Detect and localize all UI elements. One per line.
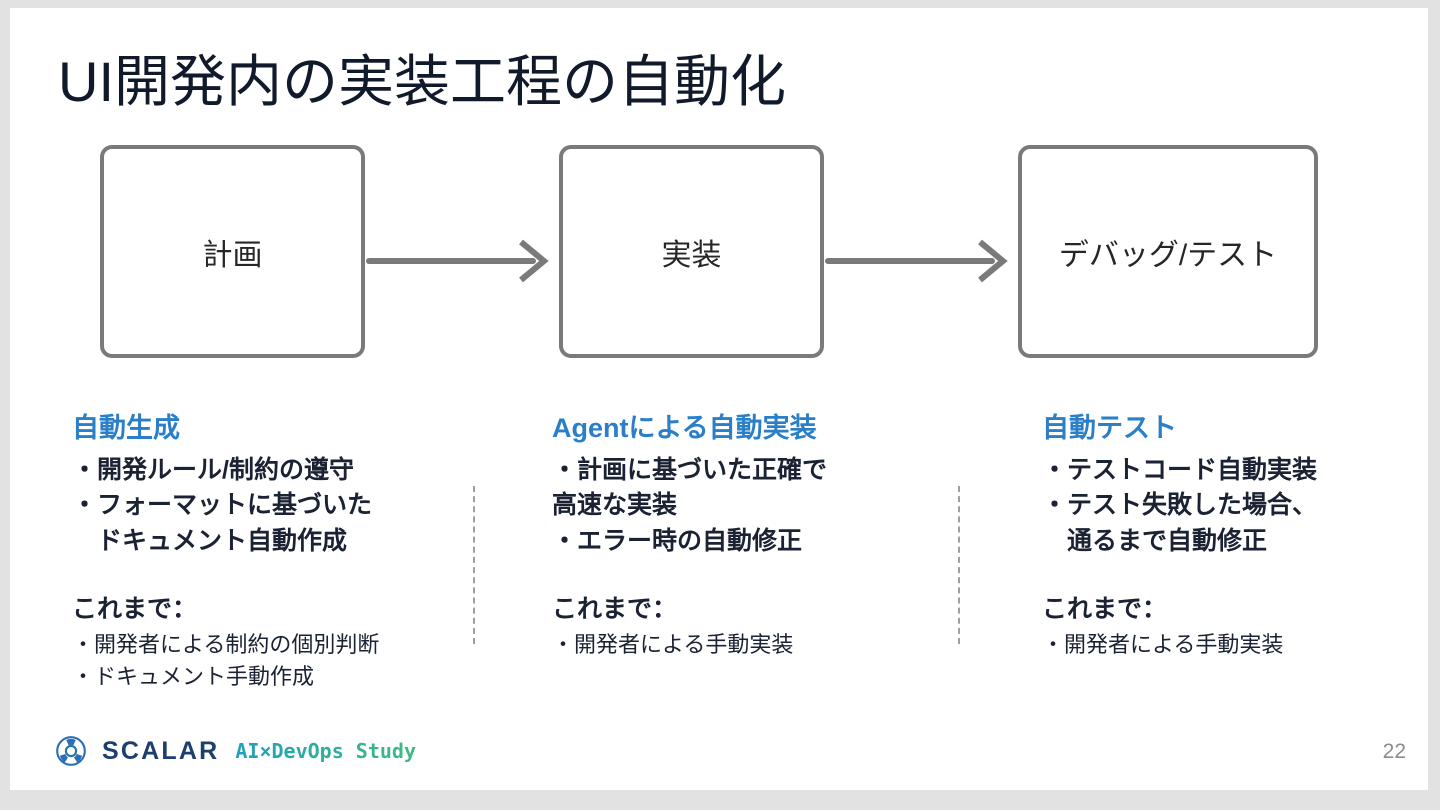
slide-canvas: UI開発内の実装工程の自動化 計画 実装 デバッグ/テスト 自動生成 ・開発ルー… xyxy=(10,8,1428,790)
list-item: ・開発者による制約の個別判断 xyxy=(72,632,380,657)
footer-brand-name: SCALAR xyxy=(102,736,220,765)
column-heading: Agentによる自動実装 xyxy=(552,413,817,443)
past-heading: これまで： xyxy=(552,595,678,624)
list-item: ・開発ルール/制約の遵守 xyxy=(72,455,354,484)
flow-step-label: 実装 xyxy=(661,238,722,272)
flow-step-box-debug-test: デバッグ/テスト xyxy=(1018,145,1318,358)
past-bullet-list: ・開発者による手動実装 xyxy=(552,629,942,661)
flow-step-box-plan: 計画 xyxy=(100,145,365,358)
column-heading: 自動生成 xyxy=(72,413,180,443)
past-heading: これまで： xyxy=(72,595,198,624)
column-heading: 自動テスト xyxy=(1042,413,1177,443)
list-item: ・開発者による手動実装 xyxy=(1042,632,1284,657)
column-bullet-list: ・開発ルール/制約の遵守 ・フォーマットに基づいた ドキュメント自動作成 xyxy=(72,453,462,560)
list-item: 通るまで自動修正 xyxy=(1042,526,1268,555)
column-bullet-list: ・計画に基づいた正確で 高速な実装 ・エラー時の自動修正 xyxy=(552,453,942,560)
list-item: ・計画に基づいた正確で xyxy=(552,455,828,484)
flow-step-label: デバッグ/テスト xyxy=(1058,238,1278,272)
arrow-right-icon xyxy=(825,239,1008,283)
list-item: ・テスト失敗した場合、 xyxy=(1042,491,1318,520)
flow-step-label: 計画 xyxy=(202,238,263,272)
list-item: ・テストコード自動実装 xyxy=(1042,455,1318,484)
column-auto-generation: 自動生成 ・開発ルール/制約の遵守 ・フォーマットに基づいた ドキュメント自動作… xyxy=(72,412,462,693)
list-item: ・開発者による手動実装 xyxy=(552,632,794,657)
column-divider xyxy=(473,486,475,644)
column-agent-auto-implementation: Agentによる自動実装 ・計画に基づいた正確で 高速な実装 ・エラー時の自動修… xyxy=(552,412,942,661)
footer: SCALAR AI×DevOps Study xyxy=(56,736,416,766)
list-item: ・エラー時の自動修正 xyxy=(552,526,803,555)
arrow-right-icon xyxy=(366,239,549,283)
page-title: UI開発内の実装工程の自動化 xyxy=(58,50,786,113)
flow-step-box-implementation: 実装 xyxy=(559,145,824,358)
past-heading: これまで： xyxy=(1042,595,1168,624)
list-item: ・ドキュメント手動作成 xyxy=(72,663,315,689)
scalar-logo-icon xyxy=(56,736,86,766)
column-divider xyxy=(958,486,960,644)
list-item: ドキュメント自動作成 xyxy=(72,526,348,555)
list-item: 高速な実装 xyxy=(552,491,678,520)
page-number: 22 xyxy=(1382,740,1406,763)
past-bullet-list: ・開発者による手動実装 xyxy=(1042,629,1428,661)
column-bullet-list: ・テストコード自動実装 ・テスト失敗した場合、 通るまで自動修正 xyxy=(1042,453,1428,560)
list-item: ・フォーマットに基づいた xyxy=(72,491,373,520)
footer-tagline: AI×DevOps Study xyxy=(235,739,416,763)
past-bullet-list: ・開発者による制約の個別判断 ・ドキュメント手動作成 xyxy=(72,629,462,693)
column-auto-test: 自動テスト ・テストコード自動実装 ・テスト失敗した場合、 通るまで自動修正 こ… xyxy=(1042,412,1428,661)
